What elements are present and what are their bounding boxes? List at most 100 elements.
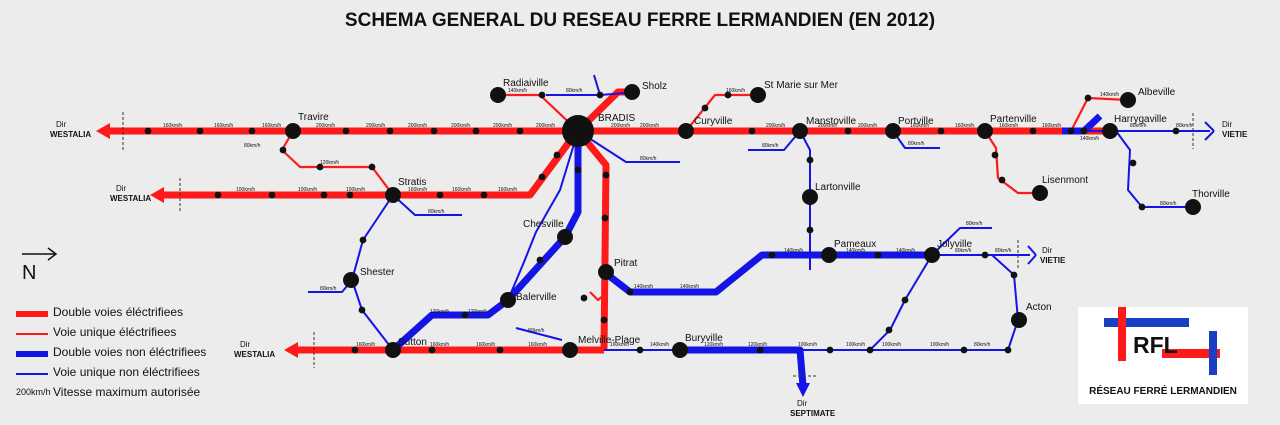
speed-label: 160km/h <box>452 187 471 193</box>
station-label: Thorville <box>1192 189 1230 200</box>
station-label: Stratis <box>398 177 426 188</box>
direction-separators <box>122 112 1194 377</box>
speed-label: 120km/h <box>748 342 767 348</box>
speed-label: 140km/h <box>508 88 527 94</box>
legend-swatch-electrified-double <box>16 311 48 317</box>
station-label: Curyville <box>694 116 733 127</box>
speed-label: 200km/h <box>611 123 630 129</box>
station-label: Albeville <box>1138 87 1176 98</box>
station-stratis-marker <box>385 187 401 203</box>
station-label: Partenville <box>990 114 1037 125</box>
speed-label: 80km/h <box>320 286 337 292</box>
station-lartonville-marker <box>802 189 818 205</box>
speed-label: 80km/h <box>762 143 779 149</box>
speed-label: 120km/h <box>320 160 339 166</box>
station-label: Balerville <box>516 292 557 303</box>
rfl-logo-icon: RFL <box>1104 307 1220 375</box>
speed-label: 140km/h <box>784 248 803 254</box>
logo-abbr: RFL <box>1133 332 1178 358</box>
legend-label: Voie unique non éléctrifiees <box>53 365 200 379</box>
station-shester-marker <box>343 272 359 288</box>
speed-label: 160km/h <box>1042 123 1061 129</box>
speed-label: 160km/h <box>214 123 233 129</box>
arrow-westalia-2 <box>150 187 164 203</box>
direction-dir: Dir <box>797 399 808 408</box>
speed-label: 80km/h <box>1130 123 1147 129</box>
speed-label: 100km/h <box>346 187 365 193</box>
arrow-westalia-1 <box>96 123 110 139</box>
track-bradis-pitrat-melville <box>575 128 610 351</box>
speed-label: 200km/h <box>316 123 335 129</box>
direction-dir: Dir <box>240 340 251 349</box>
station-sholz-marker <box>624 84 640 100</box>
station-label: Radiaiville <box>503 78 549 89</box>
legend-swatch-non-electrified-single <box>16 373 48 375</box>
station-sutton-marker <box>385 342 401 358</box>
station-label: Acton <box>1026 302 1052 313</box>
speed-label: 120km/h <box>430 309 449 315</box>
station-label: Travire <box>298 112 329 123</box>
station-radiaiville-marker <box>490 87 506 103</box>
speed-label: 140km/h <box>680 284 699 290</box>
station-label: Pameaux <box>834 239 876 250</box>
speed-label: 140km/h <box>846 248 865 254</box>
station-label: Pitrat <box>614 258 638 269</box>
station-label: Chesville <box>523 219 564 230</box>
speed-label: 200km/h <box>640 123 659 129</box>
station-acton-marker <box>1011 312 1027 328</box>
station-label: Sholz <box>642 81 667 92</box>
speed-label: 160km/h <box>610 342 629 348</box>
station-label: BRADIS <box>598 113 636 124</box>
speed-label: 200km/h <box>766 123 785 129</box>
stations <box>285 84 1201 358</box>
speed-label: 100km/h <box>930 342 949 348</box>
speed-label: 160km/h <box>476 342 495 348</box>
direction-name: WESTALIA <box>234 350 275 359</box>
speed-label: 80km/h <box>966 221 983 227</box>
speed-label: 100km/h <box>798 342 817 348</box>
speed-label: 140km/h <box>1080 136 1099 142</box>
speed-label: 160km/h <box>430 342 449 348</box>
speed-label: 80km/h <box>1176 123 1193 129</box>
station-portville-marker <box>885 123 901 139</box>
legend-speed-sample: 200km/h <box>16 387 51 397</box>
speed-label: 80km/h <box>908 141 925 147</box>
station-label: Buryville <box>685 333 723 344</box>
waypoints <box>144 91 1180 354</box>
speed-label: 200km/h <box>536 123 555 129</box>
direction-name: VIETIE <box>1040 256 1066 265</box>
legend-label: Double voies non éléctrifiees <box>53 345 207 359</box>
station-bradis-marker <box>562 115 594 147</box>
arrow-septimate <box>796 383 810 397</box>
station-pitrat-marker <box>598 264 614 280</box>
station-jolyville-marker <box>924 247 940 263</box>
speed-label: 80km/h <box>244 143 261 149</box>
direction-dir: Dir <box>56 120 67 129</box>
station-partenville-marker <box>977 123 993 139</box>
station-label: St Marie sur Mer <box>764 80 839 91</box>
speed-label: 200km/h <box>366 123 385 129</box>
station-label: Harrygaville <box>1114 114 1167 125</box>
station-label: Melville-Plage <box>578 335 641 346</box>
speed-label: 160km/h <box>163 123 182 129</box>
direction-dir: Dir <box>1042 246 1053 255</box>
speed-label: 160km/h <box>262 123 281 129</box>
station-curyville-marker <box>678 123 694 139</box>
electrified-double-track <box>108 88 1116 354</box>
station-lisenmont-marker <box>1032 185 1048 201</box>
rfl-logo: RFL RÉSEAU FERRÉ LERMANDIEN <box>1078 307 1248 404</box>
station-st-marie-marker <box>750 87 766 103</box>
speed-label: 80km/h <box>428 209 445 215</box>
station-chesville-marker <box>557 229 573 245</box>
direction-dir: Dir <box>1222 120 1233 129</box>
station-travire-marker <box>285 123 301 139</box>
compass-letter: N <box>22 262 36 284</box>
station-pameaux-marker <box>821 247 837 263</box>
speed-label: 120km/h <box>468 309 487 315</box>
station-label: Shester <box>360 267 395 278</box>
direction-name: WESTALIA <box>50 130 91 139</box>
direction-name: SEPTIMATE <box>790 409 836 418</box>
speed-label: 160km/h <box>528 342 547 348</box>
legend-label: Voie unique éléctrifiees <box>53 325 177 339</box>
